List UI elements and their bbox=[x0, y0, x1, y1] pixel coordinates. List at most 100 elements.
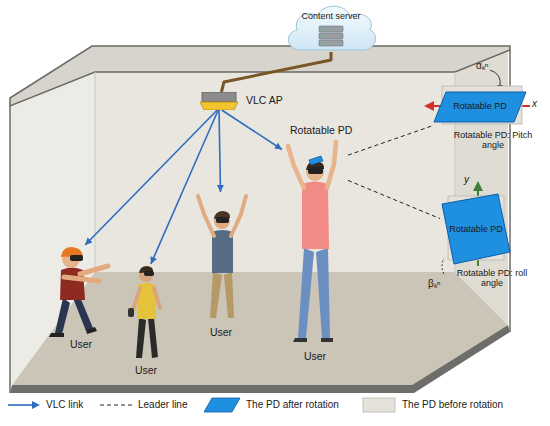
user-figure-part bbox=[80, 266, 108, 274]
pd-panel: Rotatable PD bbox=[432, 84, 528, 128]
user-figure-part bbox=[148, 318, 158, 358]
legend-sample bbox=[204, 396, 242, 414]
axis-label: y bbox=[464, 174, 469, 186]
arrow-head bbox=[150, 256, 156, 264]
user-figure: User bbox=[192, 192, 250, 338]
axis-label: x bbox=[532, 98, 537, 110]
vlc-link bbox=[151, 110, 218, 264]
roll-angle-arrow bbox=[442, 258, 444, 274]
legend-text: Leader line bbox=[138, 399, 187, 411]
arrow-head bbox=[85, 238, 92, 245]
lamp-shape bbox=[198, 92, 240, 110]
vlc-link bbox=[219, 110, 221, 192]
user-figure-part bbox=[70, 255, 83, 261]
vlc-link bbox=[217, 110, 224, 192]
arrow-head bbox=[217, 185, 224, 192]
node-text: Rotatable PD bbox=[432, 101, 528, 111]
cloud-shape-part bbox=[319, 33, 343, 39]
node-text: VLC AP bbox=[246, 94, 283, 106]
network-cable bbox=[221, 52, 331, 92]
user-figure-part bbox=[144, 271, 154, 276]
user-figure-part bbox=[198, 196, 214, 236]
legend-sample bbox=[362, 396, 398, 414]
leader-line bbox=[348, 180, 440, 218]
back-wall bbox=[95, 72, 455, 272]
user-figure-part bbox=[133, 288, 140, 310]
user-figure-part bbox=[298, 248, 314, 338]
legend-text: The PD before rotation bbox=[402, 399, 503, 411]
cloud-shape-part bbox=[319, 26, 343, 32]
pd-panel: Rotatable PD bbox=[440, 192, 512, 266]
y-axis-part bbox=[473, 181, 483, 191]
user-figure-part bbox=[128, 308, 134, 317]
user-figure-part bbox=[49, 333, 64, 337]
user-figure bbox=[128, 266, 160, 358]
arrow-head bbox=[32, 401, 40, 409]
pitch-angle-arrow-part bbox=[490, 70, 500, 86]
user-figure: User bbox=[118, 264, 174, 376]
caption-label: Rotatable PD: Pitch angle bbox=[452, 130, 534, 151]
legend-swatch bbox=[363, 398, 395, 412]
vlc-link bbox=[222, 110, 282, 150]
wall-edge bbox=[9, 106, 11, 393]
node-text: User bbox=[282, 350, 348, 362]
room bbox=[10, 46, 510, 393]
floor bbox=[12, 272, 508, 385]
x-axis-part bbox=[424, 101, 434, 111]
user-figure: User bbox=[282, 140, 348, 362]
user-figure-part bbox=[231, 196, 246, 236]
node-text: User bbox=[118, 364, 174, 376]
leader-line bbox=[348, 126, 432, 155]
user-figure-part bbox=[64, 277, 99, 281]
user-figure-part bbox=[86, 327, 97, 334]
user-figure bbox=[288, 142, 336, 342]
user-figure-part bbox=[316, 248, 330, 338]
part-label: Rotatable PD bbox=[290, 124, 352, 136]
leader-line bbox=[348, 180, 440, 218]
arrow-head bbox=[274, 143, 282, 150]
connectors bbox=[85, 52, 440, 264]
lamp-shape-part bbox=[202, 92, 236, 102]
legend-line bbox=[100, 405, 132, 406]
user-figure-part bbox=[308, 167, 323, 174]
network-cable bbox=[221, 52, 331, 92]
cloud-server: Content server bbox=[283, 2, 379, 52]
user-figure bbox=[198, 196, 246, 318]
cloud-shape-part bbox=[322, 28, 324, 30]
lamp-shape-part bbox=[200, 102, 238, 110]
legend-text: The PD after rotation bbox=[246, 399, 339, 411]
roll-angle-arrow-part bbox=[442, 258, 444, 274]
vlc-link bbox=[85, 110, 217, 245]
legend-text: VLC link bbox=[46, 399, 83, 411]
user-figure-part bbox=[302, 182, 329, 250]
user-figure: User bbox=[40, 245, 122, 350]
wall-seam bbox=[95, 72, 96, 272]
cloud-shape bbox=[283, 2, 379, 52]
angle-symbol: αₖⁿ bbox=[476, 60, 488, 72]
user-figure-part bbox=[73, 297, 93, 331]
user-figure-part bbox=[154, 288, 160, 308]
vlc-link bbox=[222, 110, 282, 150]
vlc-link bbox=[150, 110, 218, 264]
node-text: Content server bbox=[283, 11, 379, 21]
user-figure-part bbox=[293, 338, 307, 342]
user-figure bbox=[49, 247, 108, 337]
cloud-shape-part bbox=[319, 40, 343, 46]
legend-sample bbox=[100, 396, 134, 414]
angle-symbol: βₖⁿ bbox=[428, 278, 440, 290]
access-point: VLC AP bbox=[198, 92, 240, 110]
node-text: User bbox=[192, 326, 250, 338]
legend-line bbox=[8, 404, 33, 406]
user-figure-part bbox=[136, 318, 146, 358]
user-figure-part bbox=[288, 146, 304, 188]
cloud-shape-part bbox=[322, 35, 324, 37]
caption-label: Rotatable PD: roll angle bbox=[450, 268, 534, 289]
user-figure-part bbox=[309, 156, 323, 165]
leader-line bbox=[348, 126, 432, 155]
user-figure-part bbox=[210, 272, 222, 318]
user-figure-part bbox=[321, 338, 333, 342]
vlc-link bbox=[85, 110, 217, 245]
user-figure-part bbox=[327, 142, 336, 188]
node-text: User bbox=[40, 338, 122, 350]
